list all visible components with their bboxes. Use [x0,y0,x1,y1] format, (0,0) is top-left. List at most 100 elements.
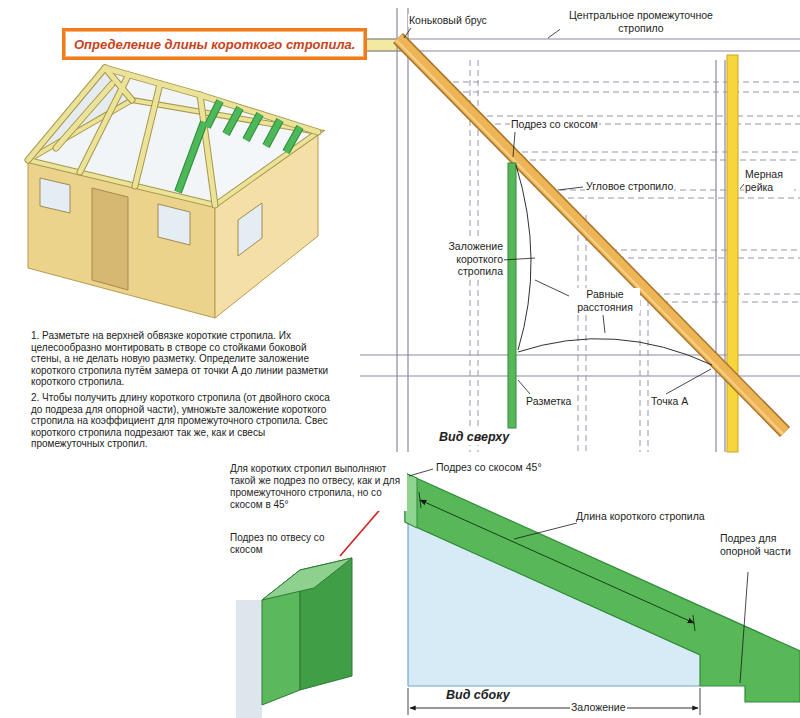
house-illustration [56,84,112,148]
top-view-drawing [512,152,800,153]
part-label: Мерная рейка [744,168,794,193]
dimension-label: Длина короткого стропила [575,510,706,523]
house-illustration [238,203,262,256]
top-view-drawing [360,8,800,452]
house-illustration [200,95,318,205]
rafter-end-detail [236,600,262,718]
side-view-drawing [740,572,748,683]
view-title: Вид сверху [438,430,510,445]
top-view-drawing [407,8,408,452]
diagram-title: Определение длины короткого стропила. [74,37,355,52]
top-view-drawing [558,187,583,190]
top-view-drawing [666,369,711,394]
part-label: Угловое стропило [585,180,674,193]
top-view-drawing [398,38,785,432]
side-view-drawing [514,523,577,539]
house-illustration [135,84,160,186]
top-view-drawing [611,250,800,251]
top-view-drawing [513,132,515,157]
top-view-drawing [477,116,800,117]
house-illustration [246,114,260,140]
house-illustration [178,101,300,192]
top-view-drawing [520,160,800,161]
house-illustration [40,178,70,213]
top-view-drawing [578,215,579,452]
top-view-drawing [404,28,411,38]
side-view-drawing [405,469,800,715]
house-illustration [226,108,240,134]
side-view-drawing [409,469,433,476]
top-view-drawing [640,290,641,452]
house-illustration [135,84,160,186]
part-label: Подрез со скосом 45° [435,461,543,474]
house-illustration [178,101,300,192]
side-view-drawing [408,685,700,686]
side-view-drawing [407,522,408,686]
top-view-drawing [518,380,530,394]
dimension-label: Заложение короткого стропила [428,240,504,278]
top-view-drawing [453,92,800,93]
view-title: Вид сбоку [445,688,511,703]
house-illustration [286,127,300,152]
part-label: Подрез для опорной части [719,532,797,557]
top-view-drawing [516,165,531,350]
top-view-drawing [396,40,783,434]
part-label: Подрез со скосом [510,118,599,131]
house-illustration [226,108,240,134]
top-view-drawing [362,50,800,51]
house-illustration [28,68,318,205]
top-view-drawing [508,163,516,428]
top-view-drawing [558,198,800,199]
house-illustration [207,101,220,127]
top-view-drawing [362,38,800,39]
top-view-drawing [603,315,605,333]
house-illustration [28,68,318,205]
top-view-drawing [404,25,744,394]
part-label: Центральное промежуточное стропило [560,9,722,34]
top-view-drawing [398,38,785,432]
house-illustration [28,68,132,160]
house-illustration [246,114,260,140]
instruction-text: 2. Чтобы получить длину короткого стропи… [30,392,337,450]
side-view-drawing [700,688,701,715]
rafter-end-detail [262,558,352,600]
part-label: Разметка [525,395,572,408]
callout-note: Подрез по отвесу со скосом [229,532,331,556]
side-view-drawing [405,473,800,702]
house-illustration [178,122,204,192]
side-view-drawing [409,469,748,683]
top-view-drawing [535,280,569,296]
house-illustration [92,188,128,290]
point-label: Точка А [650,395,689,408]
top-view-drawing [715,60,716,452]
callout-note: Для коротких стропил выполняют такой же … [229,463,407,511]
side-view-drawing [410,708,698,709]
top-view-drawing [724,60,725,452]
part-label: Коньковый брус [408,14,488,27]
top-view-drawing [518,339,712,365]
instruction-text: 1. Разметьте на верхней обвязке короткие… [30,330,337,388]
house-illustration [178,122,204,192]
top-view-drawing [360,8,800,452]
dimension-label: Заложение [570,701,627,714]
top-view-drawing [443,82,800,83]
house-illustration [286,127,300,152]
top-view-drawing [396,8,397,452]
top-view-drawing [503,258,535,260]
side-view-drawing [693,615,695,631]
title-frame: Определение длины короткого стропила. [62,28,367,60]
top-view-drawing [648,290,649,452]
rafter-end-detail [236,484,402,718]
top-view-drawing [618,258,800,259]
side-view-drawing [408,688,409,715]
house-illustration [266,120,280,146]
house-illustration [28,68,318,318]
house-illustration [266,120,280,146]
side-view-drawing [419,492,421,508]
dimension-label: Равные расстояния [570,288,640,313]
house-illustration [158,204,190,245]
house-illustration [207,101,220,127]
top-view-drawing [586,215,587,452]
